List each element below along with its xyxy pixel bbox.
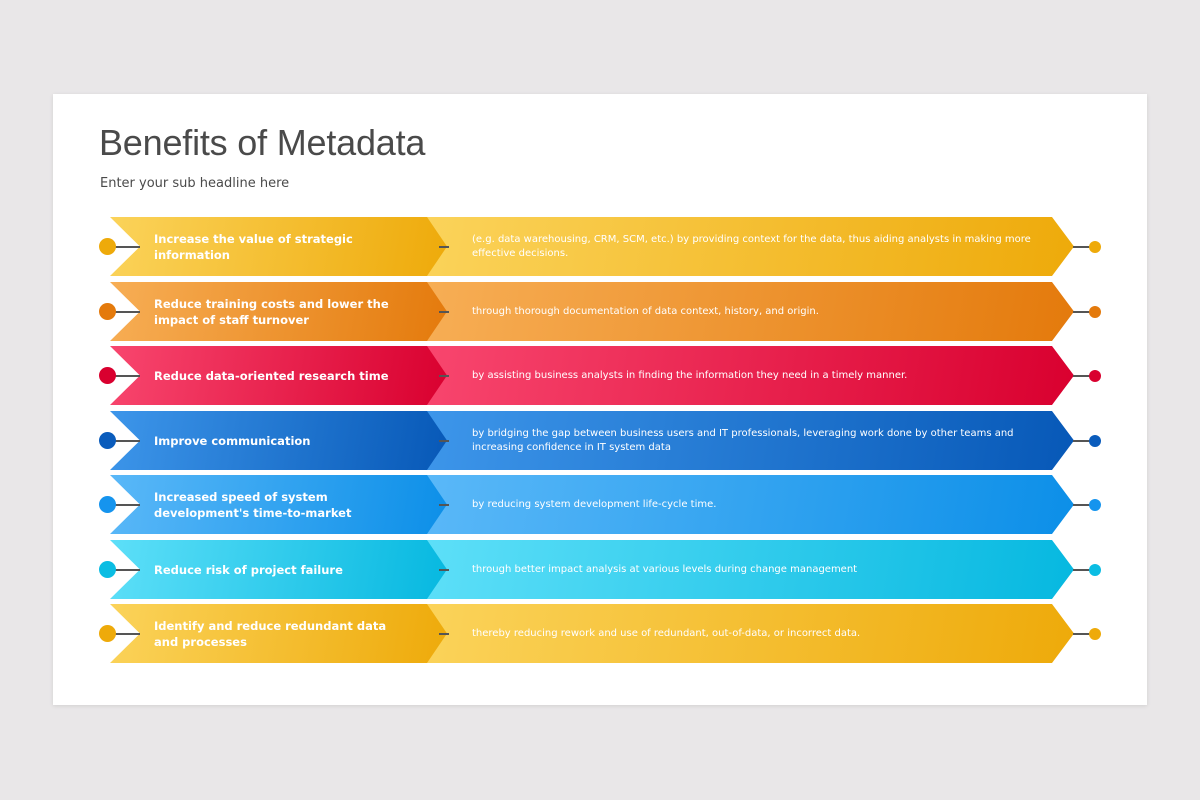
detail-chevron — [427, 475, 1074, 534]
benefit-title: Increased speed of system development's … — [154, 489, 352, 520]
detail-chevron — [427, 604, 1074, 663]
detail-chevron-fill — [427, 475, 1074, 534]
benefit-detail: through better impact analysis at variou… — [472, 563, 858, 575]
benefit-title: Reduce training costs and lower the impa… — [154, 296, 389, 327]
benefit-detail: (e.g. data warehousing, CRM, SCM, etc.) … — [472, 233, 1031, 259]
connector-line-middle — [439, 440, 449, 442]
circle-marker-left-icon — [99, 367, 116, 384]
connector-line-middle — [439, 569, 449, 571]
benefit-chevron-fill — [110, 217, 448, 276]
connector-line-right — [1073, 633, 1091, 635]
circle-marker-left-icon — [99, 303, 116, 320]
benefit-detail: thereby reducing rework and use of redun… — [472, 627, 861, 639]
benefit-row: Reduce risk of project failure through b… — [53, 540, 1147, 599]
circle-marker-left-icon — [99, 625, 116, 642]
connector-line-left — [113, 440, 140, 442]
benefit-detail: by reducing system development life-cycl… — [472, 498, 717, 510]
benefit-title: Identify and reduce redundant data and p… — [154, 618, 387, 649]
detail-chevron-fill — [427, 217, 1074, 276]
benefit-row: Reduce data-oriented research time by as… — [53, 346, 1147, 405]
benefit-detail: by bridging the gap between business use… — [472, 427, 1014, 453]
benefit-chevron-fill — [110, 346, 448, 405]
connector-line-left — [113, 633, 140, 635]
connector-line-right — [1073, 569, 1091, 571]
circle-marker-right-icon — [1089, 435, 1101, 447]
benefit-chevron — [110, 346, 448, 405]
connector-line-right — [1073, 440, 1091, 442]
connector-line-middle — [439, 311, 449, 313]
benefit-chevron — [110, 282, 448, 341]
circle-marker-right-icon — [1089, 628, 1101, 640]
detail-chevron — [427, 540, 1074, 599]
benefit-title: Reduce data-oriented research time — [154, 368, 389, 383]
detail-chevron-fill — [427, 282, 1074, 341]
circle-marker-left-icon — [99, 561, 116, 578]
slide-subtitle: Enter your sub headline here — [100, 176, 290, 191]
circle-marker-left-icon — [99, 432, 116, 449]
benefit-detail: by assisting business analysts in findin… — [472, 369, 908, 381]
connector-line-left — [113, 504, 140, 506]
detail-chevron — [427, 282, 1074, 341]
connector-line-middle — [439, 246, 449, 248]
connector-line-left — [113, 246, 140, 248]
benefit-chevron — [110, 475, 448, 534]
benefit-row: Improve communication by bridging the ga… — [53, 411, 1147, 470]
benefit-chevron — [110, 604, 448, 663]
benefit-row: Increase the value of strategic informat… — [53, 217, 1147, 276]
benefit-title: Increase the value of strategic informat… — [154, 231, 353, 262]
circle-marker-right-icon — [1089, 564, 1101, 576]
connector-line-left — [113, 375, 140, 377]
benefit-chevron-fill — [110, 475, 448, 534]
detail-chevron — [427, 411, 1074, 470]
detail-chevron — [427, 346, 1074, 405]
benefit-chevron — [110, 411, 448, 470]
circle-marker-left-icon — [99, 238, 116, 255]
benefit-chevron-fill — [110, 604, 448, 663]
benefit-title: Reduce risk of project failure — [154, 562, 343, 577]
connector-line-middle — [439, 633, 449, 635]
circle-marker-right-icon — [1089, 241, 1101, 253]
benefit-row: Reduce training costs and lower the impa… — [53, 282, 1147, 341]
benefit-row: Identify and reduce redundant data and p… — [53, 604, 1147, 663]
connector-line-right — [1073, 375, 1091, 377]
connector-line-right — [1073, 504, 1091, 506]
detail-chevron-fill — [427, 540, 1074, 599]
connector-line-left — [113, 569, 140, 571]
benefit-chevron — [110, 217, 448, 276]
detail-chevron-fill — [427, 411, 1074, 470]
detail-chevron-fill — [427, 346, 1074, 405]
slide: Benefits of Metadata Enter your sub head… — [53, 94, 1147, 705]
circle-marker-right-icon — [1089, 499, 1101, 511]
circle-marker-left-icon — [99, 496, 116, 513]
benefit-row: Increased speed of system development's … — [53, 475, 1147, 534]
detail-chevron — [427, 217, 1074, 276]
benefit-chevron-fill — [110, 540, 448, 599]
connector-line-left — [113, 311, 140, 313]
connector-line-right — [1073, 311, 1091, 313]
slide-title: Benefits of Metadata — [99, 122, 426, 163]
circle-marker-right-icon — [1089, 370, 1101, 382]
benefit-chevron-fill — [110, 282, 448, 341]
benefit-chevron-fill — [110, 411, 448, 470]
benefit-detail: through thorough documentation of data c… — [472, 305, 819, 317]
connector-line-middle — [439, 504, 449, 506]
benefit-title: Improve communication — [154, 433, 311, 448]
connector-line-right — [1073, 246, 1091, 248]
benefit-chevron — [110, 540, 448, 599]
detail-chevron-fill — [427, 604, 1074, 663]
circle-marker-right-icon — [1089, 306, 1101, 318]
connector-line-middle — [439, 375, 449, 377]
